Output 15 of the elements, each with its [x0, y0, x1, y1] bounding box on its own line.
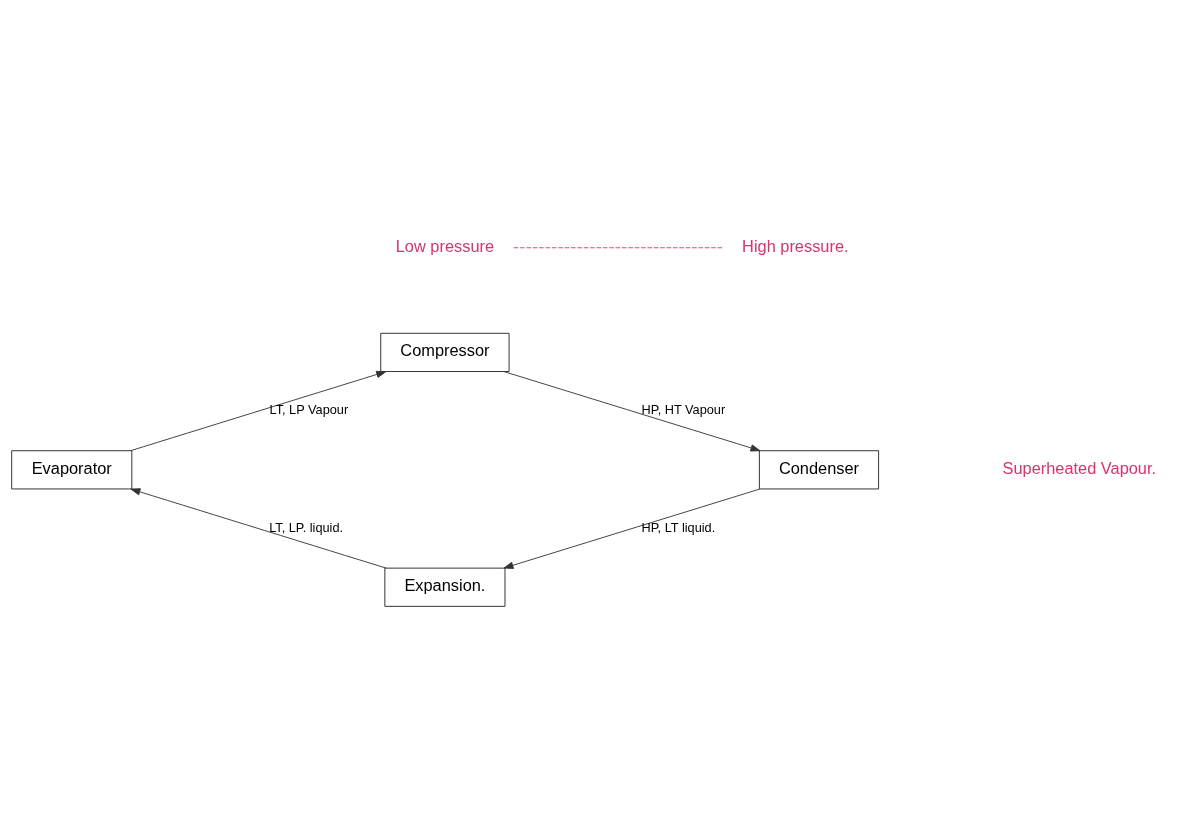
node-box: Expansion.	[384, 567, 506, 607]
edge-label: HP, LT liquid.	[641, 519, 716, 535]
edge-label: LT, LP. liquid.	[269, 519, 344, 535]
arrow	[503, 488, 761, 569]
arrow	[130, 488, 387, 569]
arrow	[503, 371, 761, 452]
edge-label: HP, HT Vapour	[641, 402, 726, 418]
node-box: Compressor	[380, 332, 510, 372]
label: Low pressure	[395, 236, 495, 255]
label: High pressure.	[742, 236, 849, 255]
edge-label: LT, LP Vapour	[269, 402, 349, 418]
node-box: Condenser	[758, 450, 880, 490]
node-box: Evaporator	[11, 450, 133, 490]
label: Superheated Vapour.	[1002, 458, 1157, 477]
arrow	[130, 370, 387, 452]
